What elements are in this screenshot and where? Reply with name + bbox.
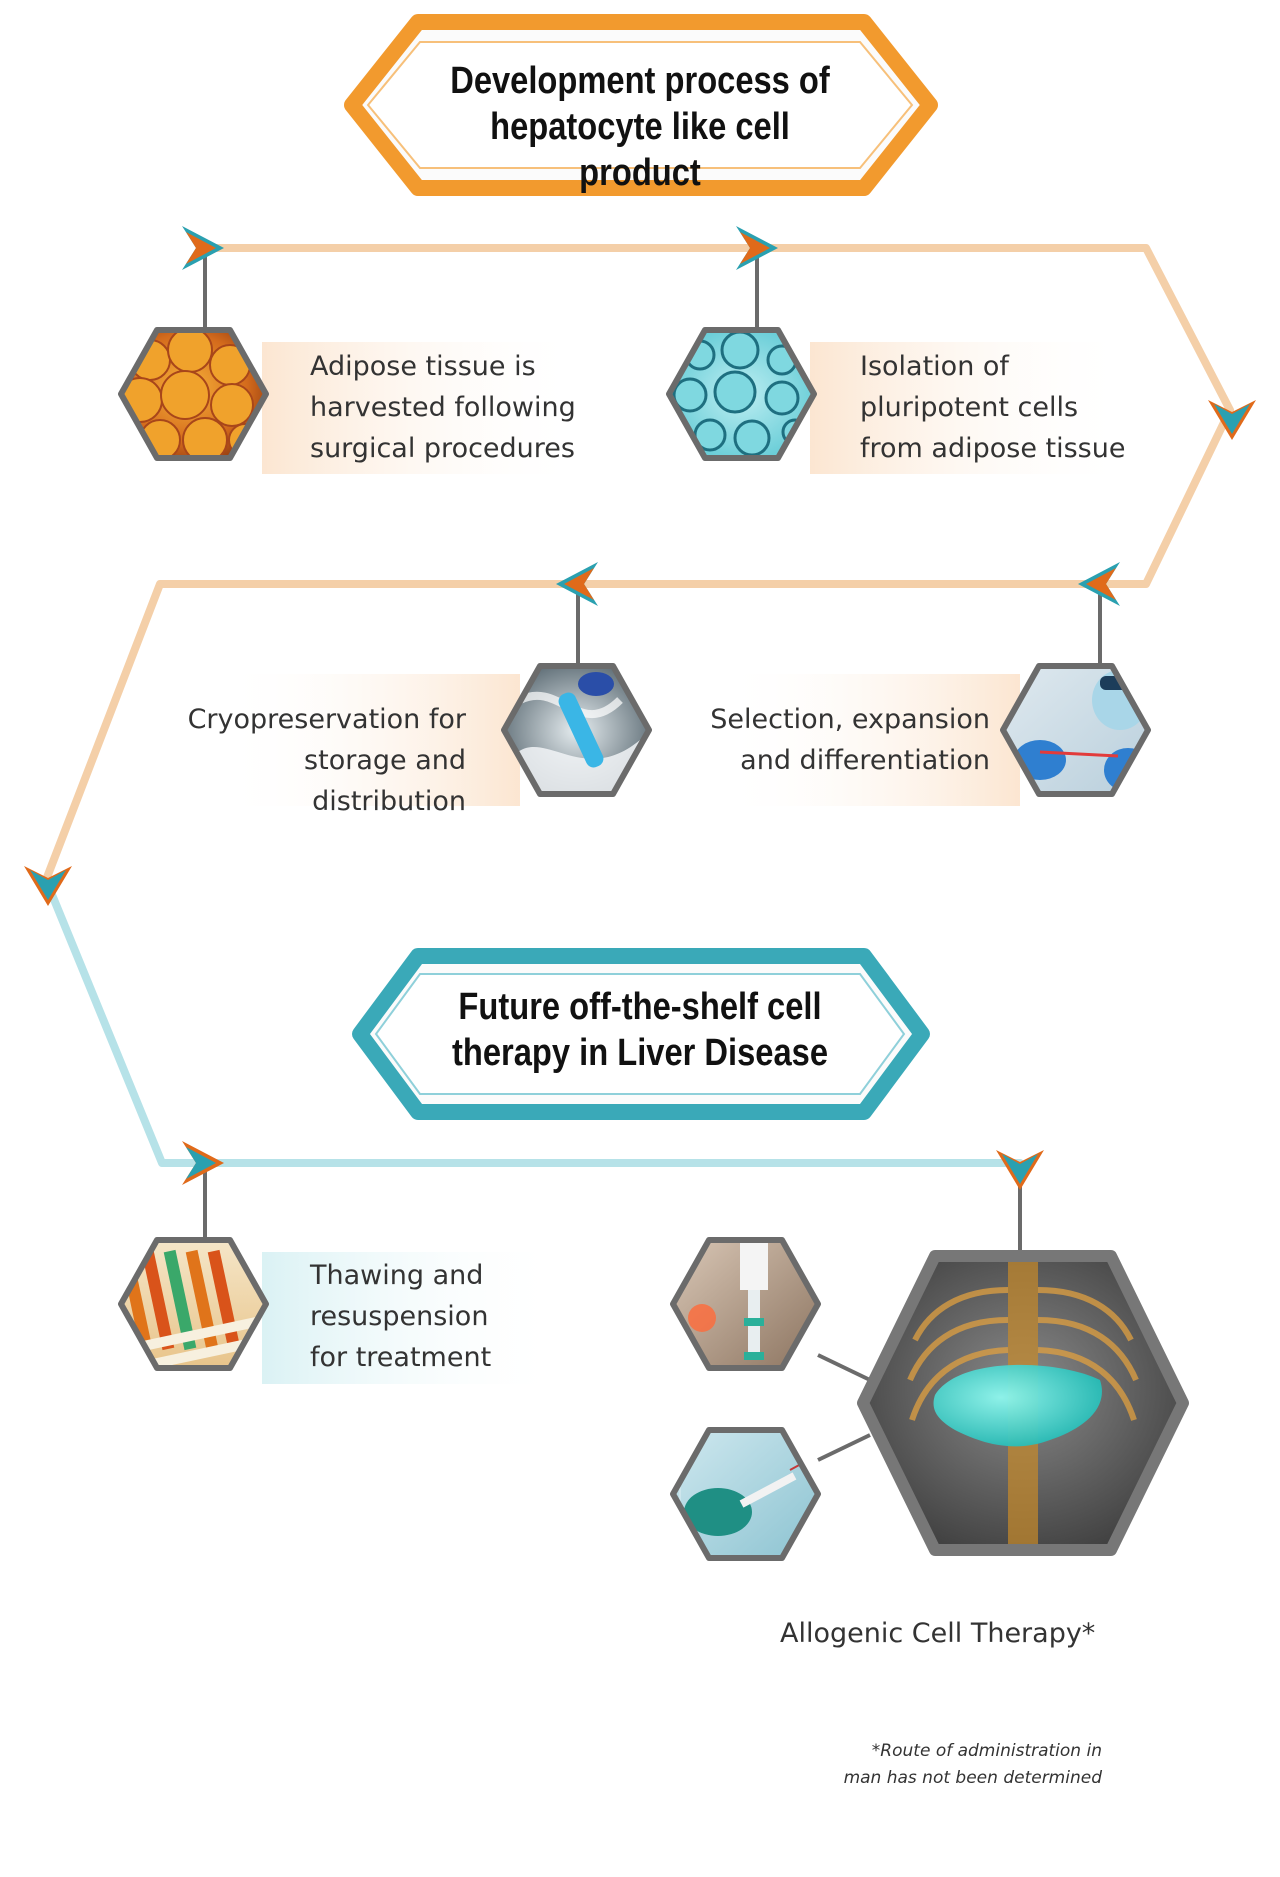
hex-frame (501, 663, 652, 797)
header-title: Development process of hepatocyte like c… (450, 60, 830, 194)
step-isolation-text: Isolation of pluripotent cells from adip… (860, 351, 1126, 464)
lab-scientist-image (1003, 666, 1148, 794)
arrow-down-icon (1208, 400, 1256, 440)
future-banner (352, 948, 930, 1120)
text-fade-backgrounds (220, 342, 1130, 1384)
hex-frame (118, 1237, 269, 1371)
hex-frame (1000, 663, 1151, 797)
arrow-right-icon (182, 226, 224, 270)
arrow-left-icon (1078, 562, 1120, 606)
arrow-down-icon (24, 866, 72, 906)
cryo-vial-image (504, 666, 649, 794)
arrow-left-icon (556, 562, 598, 606)
step-thawing-text: Thawing and resuspension for treatment (310, 1260, 492, 1373)
hex-frame (118, 327, 269, 461)
adipose-tissue-image (121, 330, 266, 458)
hex-frame (666, 327, 817, 461)
arrow-down-icon (996, 1150, 1044, 1190)
arrow-right-icon (182, 1141, 224, 1185)
connector-stems (203, 248, 1102, 1462)
future-title: Future off-the-shelf cell therapy in Liv… (451, 986, 829, 1074)
arrow-markers (24, 226, 1256, 1190)
hex-frame (670, 1237, 821, 1371)
iv-drip-image (673, 1240, 818, 1368)
hex-frame (857, 1250, 1189, 1556)
flow-line-top (42, 244, 1234, 882)
liver-anatomy-image (863, 1256, 1183, 1550)
hex-frame (670, 1427, 821, 1561)
cells-microscope-image (669, 330, 814, 458)
therapy-caption: Allogenic Cell Therapy* (780, 1618, 1096, 1649)
step-cryo-text: Cryopreservation for storage and distrib… (187, 704, 466, 817)
step-adipose-text: Adipose tissue is harvested following su… (310, 351, 576, 464)
syringe-injection-image (673, 1430, 818, 1558)
test-tubes-image (121, 1240, 266, 1368)
arrow-right-icon (736, 226, 778, 270)
header-banner (344, 14, 938, 196)
footnote: *Route of administration in man has not … (843, 1741, 1102, 1788)
step-selection-text: Selection, expansion and differentiation (710, 704, 990, 776)
